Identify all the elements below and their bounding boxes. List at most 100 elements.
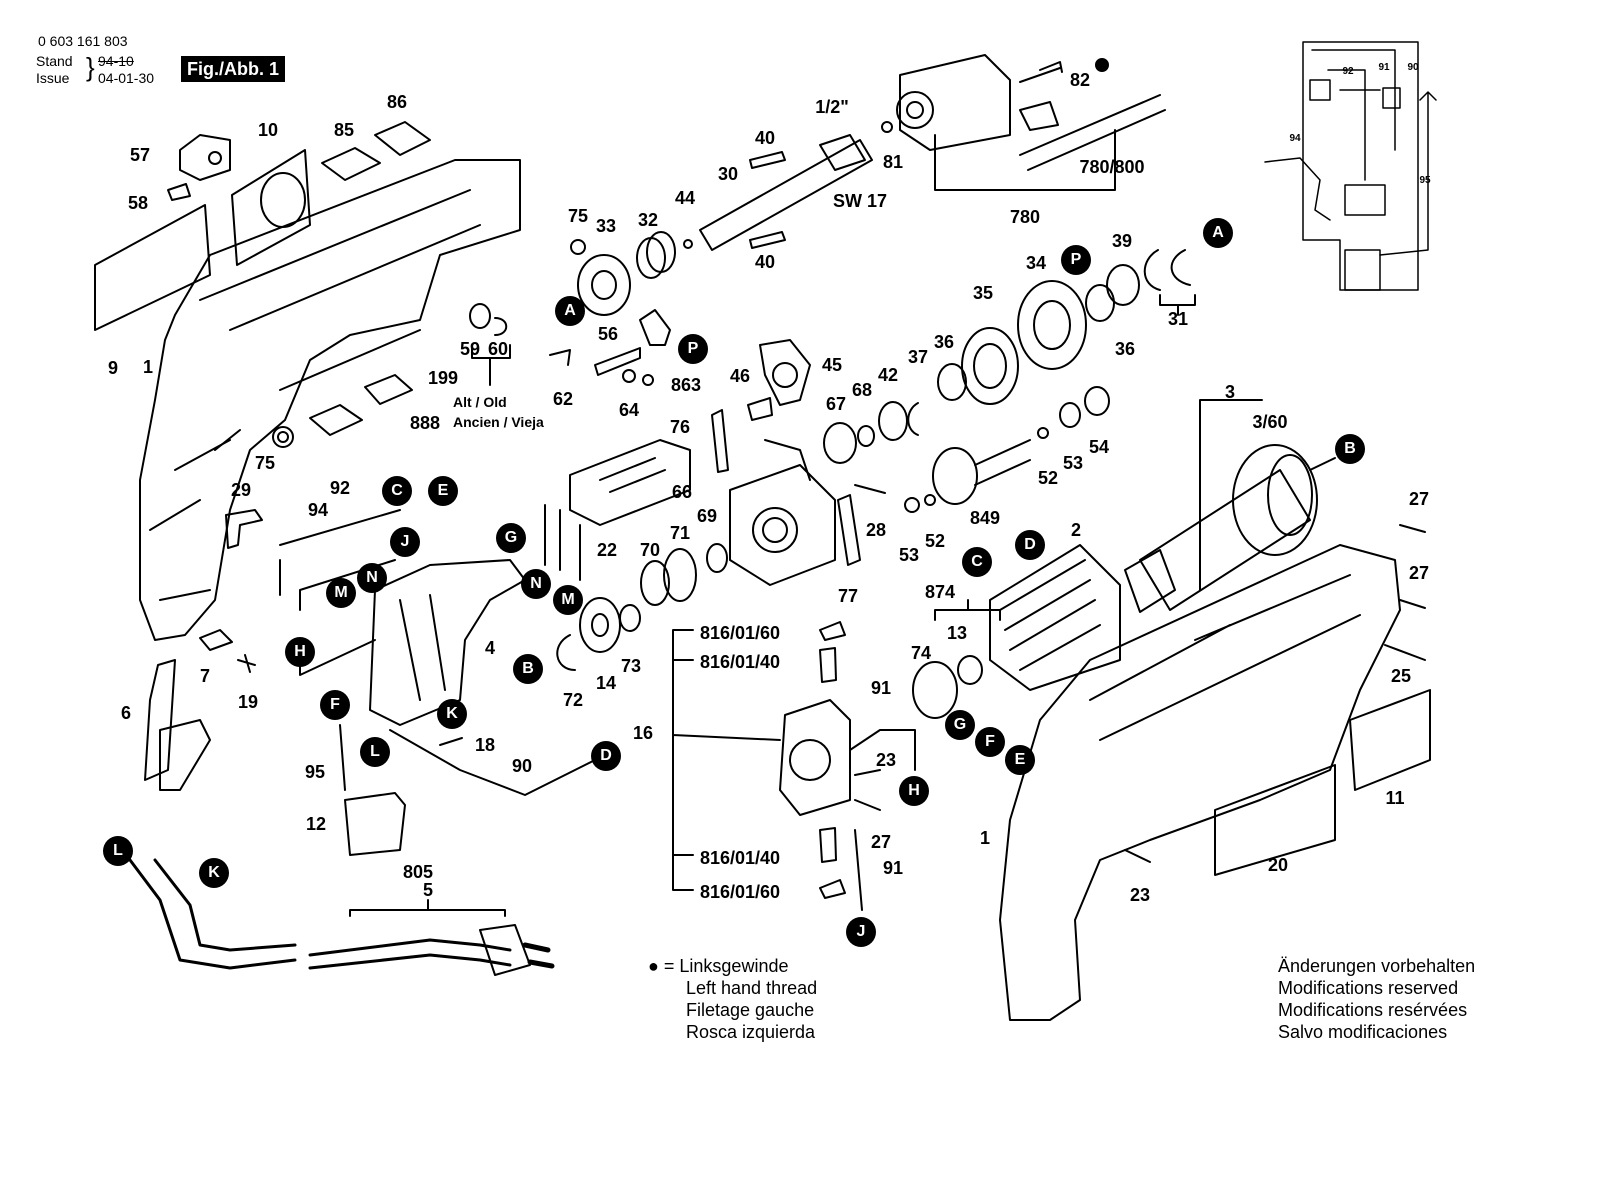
part-label: 6 [120, 703, 132, 723]
part-label: 3/60 [1252, 412, 1288, 432]
part-label: SW 17 [832, 191, 888, 211]
part-label: 69 [696, 506, 718, 526]
inset-label: 90 [1407, 62, 1419, 73]
part-label: 53 [1062, 453, 1084, 473]
part-label: 40 [754, 128, 776, 148]
connector-marker: C [382, 476, 412, 506]
inset-label: 91 [1378, 62, 1390, 73]
stand-value: 94-10 [98, 53, 134, 69]
hand-strap-6 [144, 659, 176, 781]
part-label: 82 [1069, 70, 1091, 90]
part-label: 70 [639, 540, 661, 560]
part-label: 23 [1129, 885, 1151, 905]
label-plate-10 [231, 149, 311, 266]
part-label: 23 [875, 750, 897, 770]
note-line: Modifications resérvées [1278, 1000, 1468, 1020]
part-label: 20 [1267, 855, 1289, 875]
part-label: 52 [924, 531, 946, 551]
connector-marker: M [326, 578, 356, 608]
part-label: 40 [754, 252, 776, 272]
part-label: 16 [632, 723, 654, 743]
part-label: 67 [825, 394, 847, 414]
connector-marker: K [199, 858, 229, 888]
part-label: 86 [386, 92, 408, 112]
lever-56 [639, 309, 671, 346]
part-label: 816/01/40 [699, 848, 781, 868]
part-label: 72 [562, 690, 584, 710]
cover-22 [569, 439, 691, 526]
connector-marker: P [1061, 245, 1091, 275]
part-label: 9 [107, 358, 119, 378]
wiring-inset [1264, 41, 1437, 291]
part-label: 58 [127, 193, 149, 213]
inset-label: 94 [1289, 133, 1301, 144]
connector-marker: A [555, 296, 585, 326]
part-label: 805 [402, 862, 434, 882]
brace-icon: } [86, 52, 95, 82]
part-label: 863 [670, 375, 702, 395]
part-label: 12 [305, 814, 327, 834]
connector-marker: F [320, 690, 350, 720]
clip-12 [344, 792, 406, 856]
part-label: 31 [1167, 309, 1189, 329]
part-label: 816/01/60 [699, 882, 781, 902]
label-plate-9 [94, 204, 211, 331]
part-label: 39 [1111, 231, 1133, 251]
part-label: 76 [669, 417, 691, 437]
connector-marker: N [521, 569, 551, 599]
part-label: 77 [837, 586, 859, 606]
part-label: 37 [907, 347, 929, 367]
part-label: 60 [487, 339, 509, 359]
part-label: 22 [596, 540, 618, 560]
part-label: 71 [669, 523, 691, 543]
old-label: Alt / Old [453, 394, 507, 410]
part-label: 816/01/40 [699, 652, 781, 672]
old-label-2: Ancien / Vieja [453, 414, 544, 430]
part-label: 92 [329, 478, 351, 498]
part-label: 2 [1070, 520, 1082, 540]
switch-4 [369, 559, 526, 726]
part-label: 85 [333, 120, 355, 140]
armature-3 [1139, 469, 1311, 611]
part-label: 53 [898, 545, 920, 565]
modifications-note: Änderungen vorbehalten Modifications res… [1278, 955, 1475, 1043]
part-label: 91 [882, 858, 904, 878]
knob-57 [179, 134, 231, 181]
connector-marker: M [553, 585, 583, 615]
part-label: 4 [484, 638, 496, 658]
connector-marker: D [591, 741, 621, 771]
part-label: 27 [1408, 563, 1430, 583]
part-label: 11 [1385, 788, 1405, 808]
part-label: 34 [1025, 253, 1047, 273]
part-label: 1/2" [815, 97, 849, 117]
housing-left-shell [139, 159, 521, 641]
connector-marker: G [945, 710, 975, 740]
stand-label: Stand [36, 53, 73, 69]
part-label: 18 [474, 735, 496, 755]
part-label: 44 [674, 188, 696, 208]
housing-right-shell [999, 544, 1401, 1021]
chuck-780 [899, 54, 1011, 151]
part-label: 35 [972, 283, 994, 303]
part-label: 888 [409, 413, 441, 433]
part-label: 90 [511, 756, 533, 776]
connector-marker: E [428, 476, 458, 506]
part-label: 46 [729, 366, 751, 386]
part-label: 68 [851, 380, 873, 400]
part-label: 10 [257, 120, 279, 140]
part-label: 52 [1037, 468, 1059, 488]
label-plate-20 [1214, 764, 1336, 876]
connector-marker: L [103, 836, 133, 866]
part-label: 94 [307, 500, 329, 520]
part-label: 57 [129, 145, 151, 165]
figure-label: Fig./Abb. 1 [181, 56, 285, 82]
connector-marker: H [899, 776, 929, 806]
part-label: 1 [979, 828, 991, 848]
part-label: 32 [637, 210, 659, 230]
plate-66 [729, 464, 836, 586]
connector-marker: P [678, 334, 708, 364]
note-line: Änderungen vorbehalten [1278, 956, 1476, 976]
part-label: 13 [946, 623, 968, 643]
